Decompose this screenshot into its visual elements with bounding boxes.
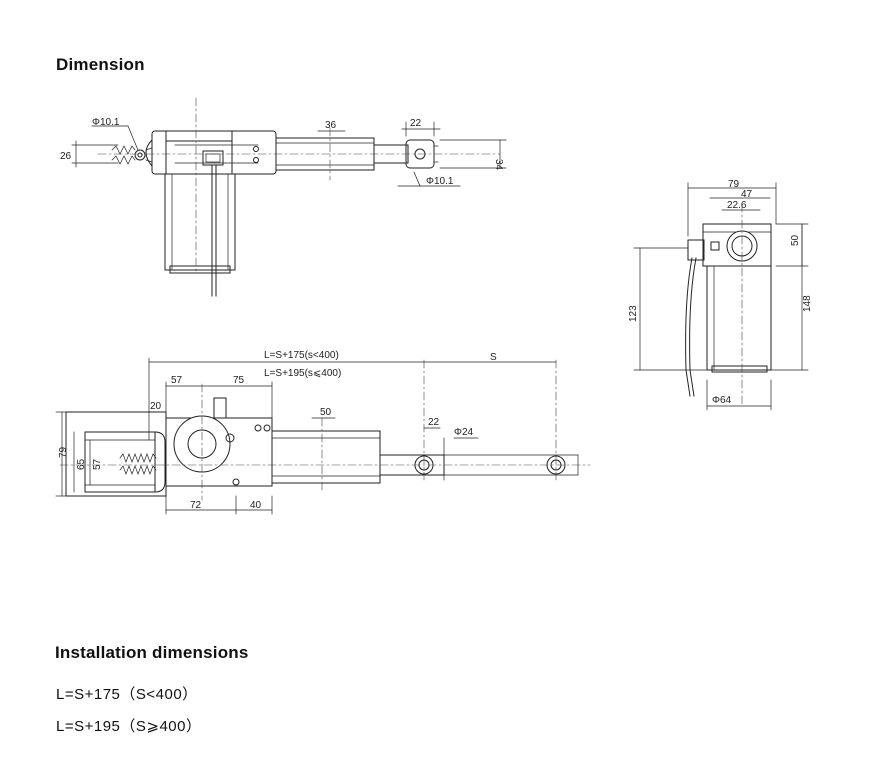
top-view (71, 97, 507, 297)
label-40: 40 (250, 500, 262, 511)
label-72: 72 (190, 500, 202, 511)
label-phi10-1-left: Φ10.1 (92, 117, 120, 128)
label-36: 36 (325, 120, 337, 131)
label-123: 123 (628, 305, 639, 322)
label-stroke-s: S (490, 352, 497, 363)
label-22-side: 22 (428, 417, 440, 428)
label-26: 26 (60, 151, 72, 162)
end-view (633, 182, 809, 411)
label-79-end: 79 (728, 179, 740, 190)
label-57-top: 57 (171, 375, 183, 386)
label-148: 148 (802, 295, 813, 312)
installation-heading: Installation dimensions (55, 643, 249, 662)
label-75: 75 (233, 375, 245, 386)
dimension-heading: Dimension (56, 55, 145, 74)
label-22-6: 22.6 (727, 200, 747, 211)
label-phi64: Φ64 (712, 395, 732, 406)
label-50-side: 50 (320, 407, 332, 418)
label-length-2: L=S+195(s⩽400) (264, 368, 341, 379)
label-57-side: 57 (92, 458, 103, 470)
formula-long-stroke: L=S+195（S⩾400） (56, 718, 202, 735)
label-phi10-1-right: Φ10.1 (426, 176, 454, 187)
label-34: 34 (493, 159, 504, 171)
label-phi24: Φ24 (454, 427, 474, 438)
label-22-top: 22 (410, 118, 422, 129)
label-47: 47 (741, 189, 753, 200)
label-65: 65 (76, 458, 87, 470)
label-79-side: 79 (58, 446, 69, 458)
label-50-end: 50 (790, 234, 801, 246)
label-20: 20 (150, 401, 162, 412)
formula-short-stroke: L=S+175（S<400） (56, 686, 198, 703)
label-length-1: L=S+175(s<400) (264, 350, 339, 361)
side-view (55, 357, 591, 515)
